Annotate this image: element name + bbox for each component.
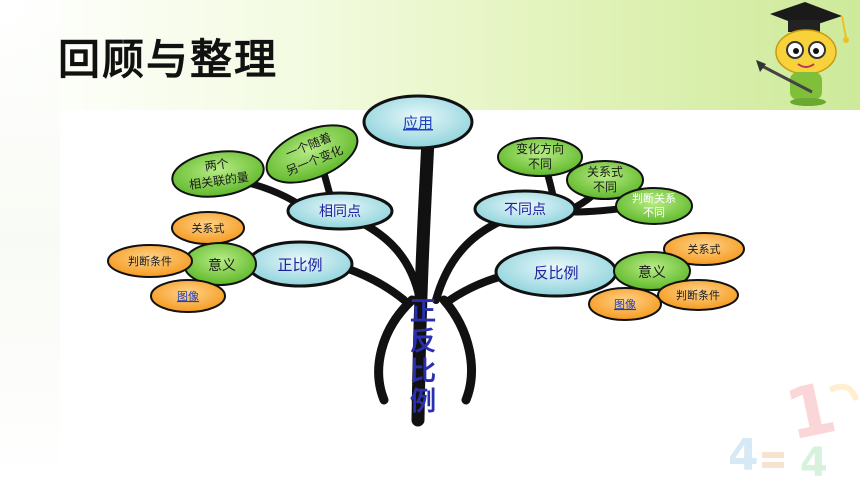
node-relation-formula-different: 关系式 不同 (566, 160, 644, 200)
node-similarity-label: 相同点 (319, 204, 361, 220)
node-inverse-graph-link[interactable]: 图像 (614, 298, 636, 311)
node-inverse-proportion: 反比例 (494, 246, 618, 298)
trunk-label-char-4: 例 (410, 387, 436, 417)
node-inverse-graph: 图像 (588, 287, 662, 321)
node-change-direction-line2: 不同 (528, 157, 552, 171)
page-title: 回顾与整理 (58, 35, 279, 84)
node-inverse-meaning: 意义 (613, 251, 691, 291)
node-direct-graph: 图像 (150, 279, 226, 313)
node-direct-meaning-label: 意义 (208, 257, 236, 274)
svg-text:4: 4 (728, 430, 759, 481)
node-judge-relation-different: 判断关系 不同 (615, 187, 693, 225)
node-relation-formula-line1: 关系式 (587, 165, 623, 179)
node-inverse-judge-label: 判断条件 (676, 288, 720, 302)
node-inverse-formula-label: 关系式 (688, 242, 721, 256)
header-band (0, 0, 860, 110)
node-inverse-label: 反比例 (533, 264, 578, 282)
node-judge-relation-line1: 判断关系 (632, 191, 676, 205)
node-two-related-line1: 两个 (204, 156, 230, 173)
node-direct-proportion: 正比例 (246, 240, 354, 288)
trunk-label-char-1: 正 (410, 297, 436, 327)
node-direct-label: 正比例 (277, 256, 322, 274)
node-direct-judge: 判断条件 (107, 244, 193, 278)
node-one-changes: 一个随着 另一个变化 (265, 124, 359, 184)
node-difference-label: 不同点 (504, 202, 546, 218)
node-inverse-meaning-label: 意义 (638, 264, 666, 281)
trunk-label-char-3: 比 (410, 357, 436, 387)
node-inverse-formula: 关系式 (663, 232, 745, 266)
mascot-graduate-icon (756, 2, 849, 106)
node-application: 应用 (362, 94, 474, 150)
node-direct-formula-label: 关系式 (192, 221, 225, 235)
node-application-label[interactable]: 应用 (403, 114, 433, 132)
node-change-direction-line1: 变化方向 (516, 141, 564, 156)
decorative-numbers-icon: 1 4 4 (728, 366, 859, 484)
background-fade (0, 0, 60, 484)
node-inverse-judge: 判断条件 (657, 279, 739, 311)
node-judge-relation-line2: 不同 (643, 206, 665, 219)
node-direct-meaning: 意义 (183, 242, 257, 286)
node-change-direction: 变化方向 不同 (497, 137, 583, 177)
node-direct-formula: 关系式 (171, 211, 245, 245)
svg-text:4: 4 (800, 440, 828, 484)
trunk-label-char-2: 反 (410, 327, 436, 357)
node-two-related: 两个 相关联的量 (171, 150, 265, 198)
trunk-label: 正 反 比 例 (410, 297, 436, 417)
node-direct-graph-link[interactable]: 图像 (177, 290, 199, 303)
node-relation-formula-line2: 不同 (593, 180, 617, 194)
node-similarity: 相同点 (286, 191, 394, 231)
node-difference: 不同点 (473, 189, 577, 229)
node-direct-judge-label: 判断条件 (128, 254, 172, 268)
